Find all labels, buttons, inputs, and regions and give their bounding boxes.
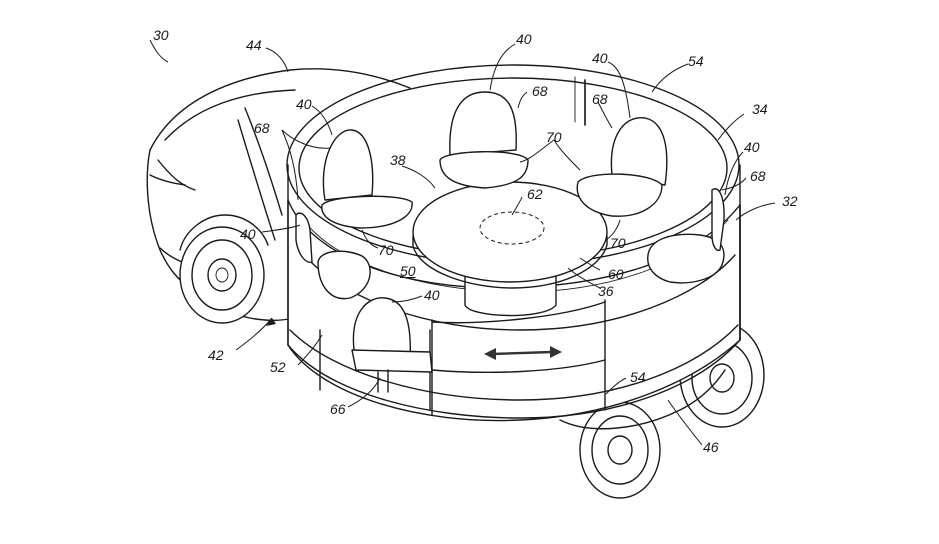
ref-54-top: 54 bbox=[688, 53, 704, 69]
ref-68-right-seat: 68 bbox=[592, 91, 608, 107]
ref-40-mid-left: 40 bbox=[240, 226, 256, 242]
ref-70-left: 70 bbox=[378, 242, 394, 258]
ref-70-top: 70 bbox=[546, 129, 562, 145]
ref-60: 60 bbox=[608, 266, 624, 282]
ref-40-top: 40 bbox=[516, 31, 532, 47]
ref-68-far-right: 68 bbox=[750, 168, 766, 184]
ref-40-front: 40 bbox=[424, 287, 440, 303]
ref-32: 32 bbox=[782, 193, 798, 209]
ref-36: 36 bbox=[598, 283, 614, 299]
ref-30: 30 bbox=[153, 27, 169, 43]
ref-40-left: 40 bbox=[296, 96, 312, 112]
ref-66: 66 bbox=[330, 401, 346, 417]
vehicle-body bbox=[146, 68, 411, 324]
ref-46: 46 bbox=[703, 439, 719, 455]
ref-50: 50 bbox=[400, 263, 416, 279]
ref-62: 62 bbox=[527, 186, 543, 202]
ref-44: 44 bbox=[246, 37, 262, 53]
ref-34: 34 bbox=[752, 101, 768, 117]
ref-70-right: 70 bbox=[610, 235, 626, 251]
ref-38: 38 bbox=[390, 152, 406, 168]
center-table bbox=[412, 181, 608, 317]
ref-68-top: 68 bbox=[532, 83, 548, 99]
leader-lines bbox=[149, 39, 776, 446]
ref-52: 52 bbox=[270, 359, 286, 375]
ref-42: 42 bbox=[208, 347, 224, 363]
ref-68-left: 68 bbox=[254, 120, 270, 136]
ref-40-upper-right: 40 bbox=[592, 50, 608, 66]
ref-54-bottom: 54 bbox=[630, 369, 646, 385]
ref-40-far-right: 40 bbox=[744, 139, 760, 155]
seats bbox=[295, 91, 725, 393]
double-arrow bbox=[484, 346, 562, 360]
